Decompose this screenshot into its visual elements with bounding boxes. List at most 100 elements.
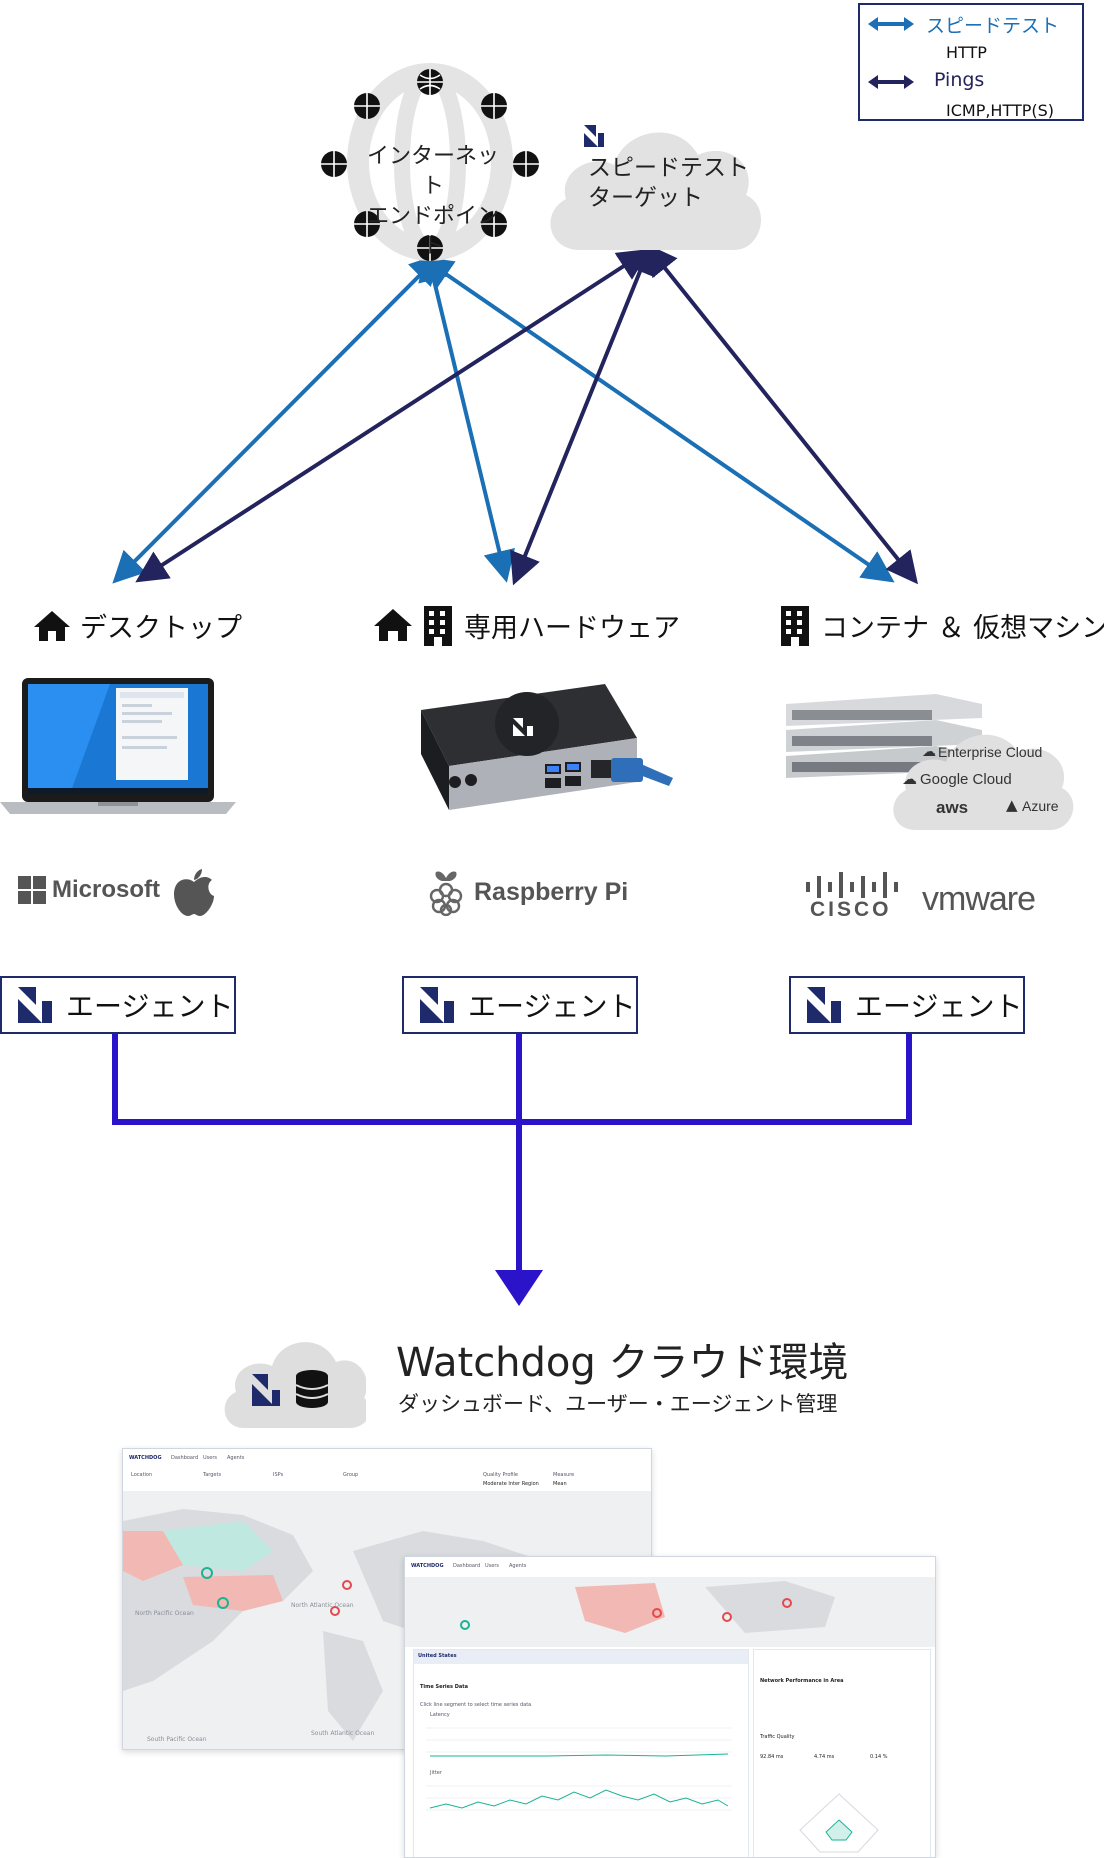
series-latency-label: Latency [430, 1712, 450, 1718]
watchdog-logo-icon [420, 987, 454, 1023]
radar-chart [799, 1793, 879, 1853]
dashboard-header: WATCHDOG Dashboard Users Agents [123, 1449, 651, 1470]
category-container-label: コンテナ ＆ 仮想マシン [821, 612, 1104, 644]
arrow-internet-container [420, 256, 895, 583]
ping-arrow-icon [868, 75, 914, 89]
vmware-label: vmware [922, 880, 1036, 918]
world-map [405, 1577, 935, 1647]
dashboard-brand: WATCHDOG [411, 1563, 444, 1569]
speedtest-target-cloud: スピードテスト ターゲット [540, 95, 765, 255]
home-icon [374, 609, 412, 641]
speedtest-target-label-1: スピードテスト [588, 155, 749, 181]
hardware-appliance-image [421, 684, 673, 810]
latency-chart [426, 1727, 732, 1757]
series-jitter-label: Jitter [430, 1770, 442, 1776]
panel-section: Time Series Data [420, 1684, 469, 1690]
filter-group[interactable]: Group [343, 1472, 359, 1478]
filter-location[interactable]: Location [131, 1472, 153, 1478]
dashboard-filters: Location Targets ISPs Group Quality Prof… [123, 1469, 651, 1492]
watchdog-cloud-icon [224, 1342, 366, 1428]
arrow-target-hardware [510, 241, 655, 586]
connector-agents [112, 1033, 912, 1125]
speedtest-target-label-2: ターゲット [588, 185, 703, 211]
cisco-brand: CISCO [802, 872, 900, 922]
ocean-south-pacific: South Pacific Ocean [147, 1736, 207, 1743]
dashboard-brand: WATCHDOG [129, 1455, 162, 1461]
ocean-north-atlantic: North Atlantic Ocean [291, 1602, 354, 1609]
category-container: コンテナ ＆ 仮想マシン [779, 604, 1104, 646]
legend-pings-protocol: ICMP,HTTP(S) [946, 101, 1055, 120]
agent-container-label: エージェント [855, 990, 1023, 1023]
tab-agents[interactable]: Agents [509, 1563, 527, 1569]
internet-endpoints-label-2: エンドポイント [366, 204, 499, 259]
cloud-icon [893, 734, 1074, 830]
quality-profile-value: Moderate Inter Region [483, 1481, 539, 1487]
dashboard-screenshot-front: WATCHDOG Dashboard Users Agents United S… [404, 1556, 936, 1858]
metric-jitter: 4.74 ms [814, 1754, 835, 1760]
microsoft-brand: Microsoft [18, 876, 160, 904]
raspberry-pi-logo-icon [429, 871, 463, 916]
cloud-env-title: Watchdog クラウド環境 [396, 1340, 849, 1386]
panel-title: United States [418, 1653, 457, 1659]
azure-label: Azure [1022, 798, 1059, 814]
internet-endpoints-node: インターネット エンドポイント [320, 62, 540, 262]
category-hardware-label: 専用ハードウェア [464, 612, 680, 644]
agent-container: エージェント [789, 976, 1025, 1034]
legend-speedtest-protocol: HTTP [946, 43, 987, 62]
legend-speedtest-label: スピードテスト [926, 15, 1060, 37]
tab-users[interactable]: Users [485, 1563, 500, 1569]
building-icon [424, 606, 452, 646]
apple-logo-icon [174, 869, 214, 916]
enterprise-cloud-icon: ☁ [922, 744, 936, 760]
laptop-image [0, 678, 236, 814]
google-cloud-icon: ☁ [902, 770, 917, 788]
watchdog-logo-icon [584, 125, 604, 147]
endpoint-globe-icons [321, 69, 539, 261]
ocean-north-pacific: North Pacific Ocean [135, 1610, 194, 1617]
agent-hardware-label: エージェント [468, 990, 636, 1023]
agent-hardware: エージェント [402, 976, 638, 1034]
metric-loss: 0.14 % [870, 1754, 888, 1760]
category-hardware: 専用ハードウェア [372, 604, 680, 646]
microsoft-label: Microsoft [52, 876, 160, 903]
metric-latency: 92.84 ms [760, 1754, 784, 1760]
legend-pings-label: Pings [934, 69, 985, 91]
watchdog-logo-icon [807, 987, 841, 1023]
arrow-target-container [645, 243, 918, 585]
google-cloud-label: Google Cloud [920, 771, 1012, 788]
aws-label: aws [936, 798, 969, 817]
internet-endpoints-label-1: インターネット [366, 144, 499, 199]
tab-dashboard[interactable]: Dashboard [171, 1455, 199, 1461]
arrow-internet-hardware [418, 248, 515, 583]
watchdog-logo-icon [18, 987, 52, 1023]
network-performance-panel: Network Performance in Area Traffic Qual… [753, 1649, 931, 1857]
category-desktop-label: デスクトップ [80, 613, 242, 644]
panel-header: United States [414, 1650, 748, 1664]
home-icon [34, 610, 70, 641]
filter-isps[interactable]: ISPs [273, 1472, 284, 1478]
panel-hint: Click line segment to select time series… [420, 1702, 532, 1708]
filter-targets[interactable]: Targets [203, 1472, 222, 1478]
agent-desktop-label: エージェント [66, 990, 234, 1023]
traffic-quality-label: Traffic Quality [760, 1734, 795, 1740]
dashboard-header: WATCHDOG Dashboard Users Agents [405, 1557, 935, 1578]
raspberry-pi-label: Raspberry Pi [474, 877, 629, 906]
azure-icon: ▲ [1006, 796, 1018, 814]
filter-quality-profile[interactable]: Quality Profile [483, 1472, 519, 1478]
building-icon [781, 606, 809, 646]
cisco-label: CISCO [810, 898, 892, 921]
cloud-env-subtitle: ダッシュボード、ユーザー・エージェント管理 [398, 1392, 838, 1416]
legend-box: スピードテスト HTTP Pings ICMP,HTTP(S) [858, 3, 1084, 121]
agent-desktop: エージェント [0, 976, 236, 1034]
tab-users[interactable]: Users [203, 1455, 218, 1461]
raspberry-pi-brand: Raspberry Pi [426, 868, 628, 916]
filter-measure[interactable]: Measure [553, 1472, 575, 1478]
enterprise-cloud-label: Enterprise Cloud [938, 744, 1043, 760]
category-desktop: デスクトップ [32, 606, 242, 645]
tab-agents[interactable]: Agents [227, 1455, 245, 1461]
time-series-panel: United States Time Series Data Click lin… [413, 1649, 749, 1857]
network-perf-title: Network Performance in Area [760, 1678, 844, 1684]
tab-dashboard[interactable]: Dashboard [453, 1563, 481, 1569]
microsoft-logo-icon [18, 876, 46, 904]
